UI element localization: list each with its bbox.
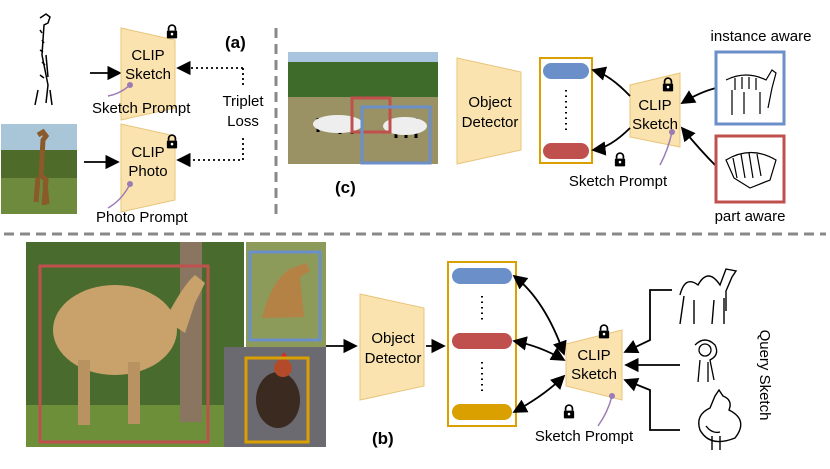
panel-b-label: (b) bbox=[372, 429, 394, 448]
giraffe-sketch bbox=[34, 13, 53, 106]
feature-list-c bbox=[539, 57, 593, 164]
arrow-camel-sketch bbox=[623, 289, 672, 354]
sketch-prompt-a: Sketch Prompt bbox=[92, 100, 191, 117]
sketch-prompt-dot-b bbox=[609, 393, 615, 399]
panel-b: (b) Object Detector CLIP Sketch Sketch P… bbox=[26, 242, 773, 450]
arrow-instance-sketch bbox=[680, 87, 717, 104]
giraffe-box-blue bbox=[248, 250, 322, 342]
triplet-loss-line2: Loss bbox=[227, 113, 259, 130]
instance-sketch-box bbox=[714, 50, 786, 126]
part-aware-label: part aware bbox=[715, 208, 786, 225]
lock-icon bbox=[563, 404, 575, 419]
photo-prompt-a: Photo Prompt bbox=[96, 209, 189, 226]
sketch-prompt-c: Sketch Prompt bbox=[569, 173, 668, 190]
camel-box-red bbox=[38, 264, 210, 444]
panel-a: CLIP Sketch Sketch Prompt CLIP Photo Pho… bbox=[1, 13, 264, 226]
sketch-prompt-connector-c bbox=[659, 131, 673, 166]
clip-photo-encoder-a bbox=[120, 123, 176, 213]
camel-sketch bbox=[679, 268, 738, 325]
instance-box-blue bbox=[360, 105, 432, 165]
clip-sketch-b-line2: Sketch bbox=[571, 366, 617, 383]
arrow-gold-encoder bbox=[512, 374, 566, 413]
triplet-loss-line1: Triplet bbox=[222, 93, 264, 110]
camel-photo bbox=[26, 242, 244, 447]
zebra-sketch bbox=[725, 69, 777, 115]
detector-c-line1: Object bbox=[468, 94, 512, 111]
detector-b-line1: Object bbox=[371, 330, 415, 347]
clip-sketch-b-line1: CLIP bbox=[577, 347, 610, 364]
lock-icon bbox=[614, 152, 626, 167]
clip-sketch-encoder-c bbox=[629, 72, 681, 148]
feature-gold-b bbox=[452, 404, 512, 420]
clip-photo-a-line2: Photo bbox=[128, 163, 167, 180]
part-box-red bbox=[350, 96, 392, 134]
clip-photo-a-line1: CLIP bbox=[131, 144, 164, 161]
rooster-photo bbox=[224, 347, 326, 447]
loss-to-photo-arrow bbox=[176, 138, 244, 168]
giraffe-bush-sketch bbox=[694, 339, 718, 383]
clip-sketch-a-line2: Sketch bbox=[125, 66, 171, 83]
sketch-prompt-b: Sketch Prompt bbox=[535, 428, 634, 445]
sketch-prompt-dot-c bbox=[669, 129, 675, 135]
detector-b-line2: Detector bbox=[365, 350, 422, 367]
feature-red-c bbox=[543, 143, 589, 159]
lock-icon bbox=[598, 324, 610, 339]
feature-blue-c bbox=[543, 63, 589, 79]
zebra-head-sketch bbox=[725, 151, 777, 189]
object-detector-c bbox=[456, 57, 522, 165]
arrow-to-red-feature bbox=[591, 127, 631, 156]
lock-icon bbox=[166, 24, 178, 39]
clip-sketch-c-line1: CLIP bbox=[638, 97, 671, 114]
photo-prompt-dot-a bbox=[127, 181, 133, 187]
clip-sketch-encoder-b bbox=[565, 329, 623, 401]
panel-c: (c) Object Detector CLIP Sketch Sketch P… bbox=[288, 28, 811, 225]
instance-aware-label: instance aware bbox=[711, 28, 812, 45]
arrow-to-blue-feature bbox=[591, 66, 631, 97]
arrow-part-sketch bbox=[680, 126, 717, 167]
clip-sketch-a-line1: CLIP bbox=[131, 47, 164, 64]
rooster-sketch bbox=[698, 388, 742, 450]
panel-a-label: (a) bbox=[225, 33, 246, 52]
feature-red-b bbox=[452, 333, 512, 349]
detector-c-line2: Detector bbox=[462, 114, 519, 131]
clip-sketch-c-line2: Sketch bbox=[632, 116, 678, 133]
arrow-red-encoder bbox=[512, 336, 566, 361]
object-detector-b bbox=[359, 293, 425, 401]
giraffe-photo bbox=[1, 124, 77, 214]
arrow-rooster-sketch bbox=[623, 377, 680, 431]
query-sketch-label: Query Sketch bbox=[756, 330, 773, 421]
rooster-box-gold bbox=[244, 356, 310, 444]
panel-c-label: (c) bbox=[335, 178, 356, 197]
sketch-prompt-dot-a bbox=[127, 82, 133, 88]
part-sketch-box bbox=[714, 134, 786, 204]
feature-blue-b bbox=[452, 268, 512, 284]
clip-sketch-encoder-a bbox=[120, 27, 176, 121]
sketch-prompt-connector-b bbox=[597, 395, 613, 427]
giraffe-small-photo bbox=[246, 242, 326, 347]
